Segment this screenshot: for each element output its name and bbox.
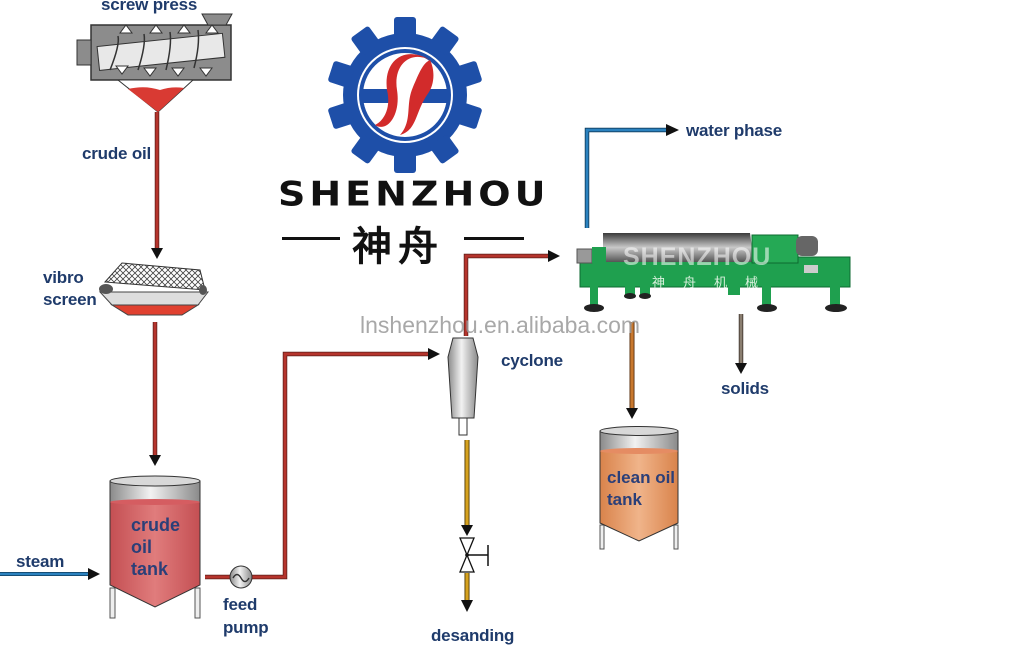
screw-press bbox=[76, 13, 233, 113]
label-crude: crude bbox=[131, 515, 181, 535]
label-tank: tank bbox=[131, 559, 169, 579]
clean-oil-tank bbox=[599, 426, 679, 550]
centrifuge-plate-cn: 神舟机械 bbox=[652, 275, 777, 290]
feed-pump-icon bbox=[229, 565, 253, 589]
pipe-feed bbox=[205, 348, 440, 580]
crude-oil-tank bbox=[109, 475, 201, 619]
label-oil: oil bbox=[131, 537, 152, 557]
pipe-desanding bbox=[461, 440, 473, 612]
pipe-solids bbox=[735, 314, 747, 374]
label-vibro: vibro bbox=[43, 268, 84, 287]
brand-rule-right bbox=[464, 237, 524, 240]
pipe-crude-oil-1 bbox=[151, 112, 163, 259]
shenzhou-logo-icon bbox=[328, 17, 482, 173]
decanter-centrifuge bbox=[576, 233, 851, 312]
brand-name-cn: 神舟 bbox=[352, 224, 444, 270]
pipe-crude-oil-2 bbox=[149, 322, 161, 466]
label-crude-oil: crude oil bbox=[82, 144, 152, 163]
pipe-clean-oil bbox=[626, 322, 638, 419]
brand-name-en: SHENZHOU bbox=[278, 174, 550, 214]
pipe-water-phase bbox=[584, 124, 679, 228]
cyclone bbox=[447, 337, 479, 436]
label-feed: feed bbox=[223, 595, 258, 614]
label-solids: solids bbox=[721, 379, 769, 398]
label-pump: pump bbox=[223, 618, 269, 637]
watermark: lnshenzhou.en.alibaba.com bbox=[360, 312, 641, 338]
label-screw-press: screw press bbox=[101, 0, 198, 14]
label-desanding: desanding bbox=[431, 626, 515, 645]
vibro-screen bbox=[98, 262, 210, 316]
label-clean-tank: tank bbox=[607, 490, 642, 509]
label-screen: screen bbox=[43, 290, 97, 309]
pipe-steam bbox=[0, 568, 100, 580]
label-cyclone: cyclone bbox=[501, 351, 563, 370]
pipe-cyclone-to-centrifuge bbox=[463, 250, 560, 336]
centrifuge-watermark: SHENZHOU bbox=[623, 243, 772, 271]
label-steam: steam bbox=[16, 552, 65, 571]
valve-icon[interactable] bbox=[459, 537, 489, 573]
label-clean-oil: clean oil bbox=[607, 468, 676, 487]
label-water-phase: water phase bbox=[686, 121, 783, 140]
brand-rule-left bbox=[282, 237, 340, 240]
